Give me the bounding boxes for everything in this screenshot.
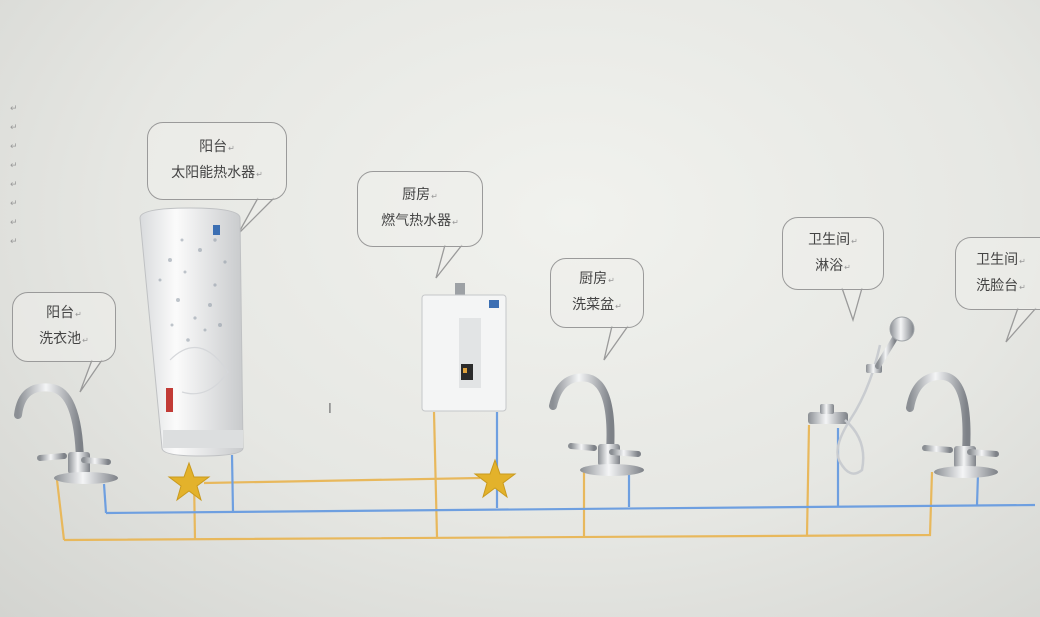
label-line-1: 卫生间 — [783, 228, 883, 254]
hot-pipe-gas — [432, 411, 439, 538]
label-balcony-sink: 阳台 洗衣池 — [12, 292, 116, 362]
solar-water-heater-tank — [139, 207, 244, 457]
label-solar-heater: 阳台 太阳能热水器 — [147, 122, 287, 200]
label-line-2: 洗脸台 — [956, 274, 1040, 300]
label-line-1: 厨房 — [358, 183, 482, 209]
cold-pipe-solar — [230, 454, 235, 513]
bubble-tails — [79, 197, 1037, 393]
text-cursor-icon: I — [328, 402, 332, 417]
label-shower: 卫生间 淋浴 — [782, 217, 884, 290]
label-gas-heater: 厨房 燃气热水器 — [357, 171, 483, 247]
label-line-2: 燃气热水器 — [358, 209, 482, 235]
washbasin-faucet — [906, 371, 999, 478]
label-line-1: 阳台 — [148, 135, 286, 161]
label-line-1: 阳台 — [13, 301, 115, 327]
label-line-2: 太阳能热水器 — [148, 161, 286, 187]
label-line-2: 洗菜盆 — [551, 293, 643, 319]
label-line-1: 厨房 — [551, 267, 643, 293]
gas-water-heater — [421, 283, 507, 412]
hot-pipe-main — [63, 471, 934, 542]
hot-pipe-balcony-sink — [55, 479, 66, 541]
star-icon — [473, 458, 517, 499]
cold-pipe-balcony-sink — [102, 483, 108, 514]
label-line-1: 卫生间 — [956, 248, 1040, 274]
cold-pipe-main — [105, 503, 1036, 515]
cold-water-pipes — [102, 412, 1036, 515]
hot-pipe-shower — [805, 424, 811, 536]
label-line-2: 洗衣池 — [13, 327, 115, 353]
cold-pipe-washbasin — [975, 473, 980, 506]
hot-pipe-solar-link — [203, 476, 481, 485]
shower-fixture — [808, 316, 915, 475]
label-washbasin: 卫生间 洗脸台 — [955, 237, 1040, 310]
star-icon — [167, 461, 211, 502]
kitchen-sink-faucet — [549, 373, 644, 476]
paragraph-marks: ↵↵↵↵↵↵↵↵ — [10, 104, 18, 247]
label-kitchen-sink: 厨房 洗菜盆 — [550, 258, 644, 328]
label-line-2: 淋浴 — [783, 254, 883, 280]
balcony-sink-faucet — [14, 383, 118, 484]
